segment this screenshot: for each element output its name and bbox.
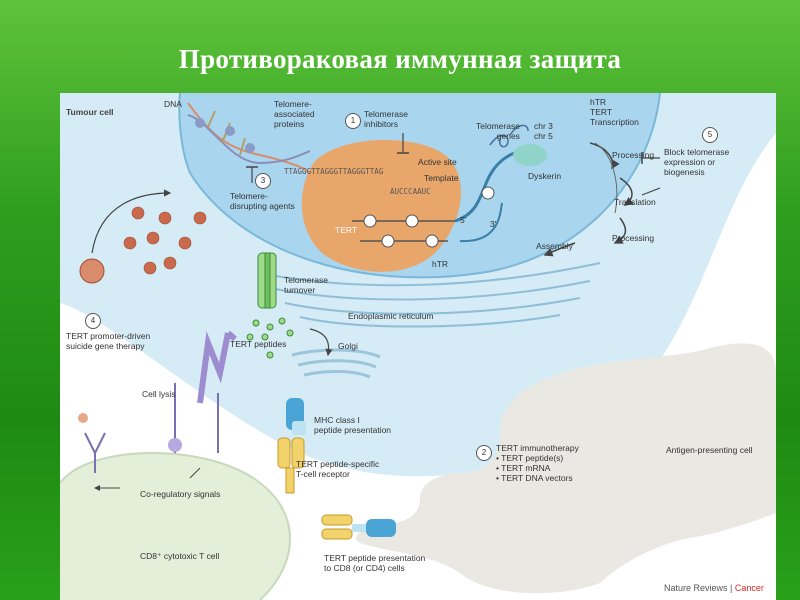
telomere-sequence: TTAGGGTTAGGGTTAGGGTTAG	[284, 167, 384, 176]
active-site-label: Active site	[418, 157, 457, 167]
translation-label: Translation	[614, 197, 656, 207]
tert-peptides	[246, 317, 294, 359]
step-2-text: TERT immunotherapy • TERT peptide(s) • T…	[496, 443, 579, 483]
golgi-label: Golgi	[338, 341, 358, 351]
assembly-label: Assembly	[536, 241, 573, 251]
step-5-text: Block telomerase expression or biogenesi…	[664, 147, 730, 177]
step-3-badge: 3	[255, 173, 271, 189]
credit-separator: |	[727, 583, 735, 593]
tcr-label: TERT peptide-specific T-cell receptor	[296, 459, 380, 479]
tumour-cell-cluster	[123, 206, 207, 275]
tumour-cell-label: Tumour cell	[66, 107, 114, 117]
golgi-apparatus	[291, 348, 381, 379]
endoplasmic-reticulum	[269, 262, 601, 328]
telomerase-diagram: Tumour cell DNA Telomere- associated pro…	[60, 93, 776, 600]
three-prime-label: 3'	[490, 219, 497, 229]
telomere-proteins	[195, 118, 255, 153]
tert-label: TERT	[335, 225, 358, 235]
apc-label: Antigen-presenting cell	[666, 445, 753, 455]
step-1-text: Telomerase inhibitors	[364, 109, 408, 129]
diagram-graphics	[60, 93, 776, 600]
telomerase-turnover-label: Telomerase turnover	[284, 275, 328, 295]
processing-bottom-label: Processing	[612, 233, 655, 243]
er-label: Endoplasmic reticulum	[348, 311, 434, 321]
step-3-text: Telomere- disrupting agents	[230, 191, 295, 211]
telomere-proteins-label: Telomere- associated proteins	[274, 99, 315, 129]
slide-title: Противораковая иммунная защита	[178, 44, 622, 74]
template-label: Template	[424, 173, 459, 183]
co-regulatory-label: Co-regulatory signals	[140, 489, 221, 499]
dna-label: DNA	[164, 99, 182, 109]
t-cell-receptor	[277, 437, 305, 494]
cell-lysis-label: Cell lysis	[142, 389, 176, 399]
dyskerin-label: Dyskerin	[528, 171, 562, 181]
step-2-badge: 2	[476, 445, 492, 461]
dyskerin	[513, 144, 547, 166]
credit-journal: Nature Reviews	[664, 583, 728, 593]
suicide-gene-cell	[79, 258, 105, 284]
telomerase-genes	[489, 124, 529, 148]
chromosome-labels: chr 3 chr 5	[534, 121, 553, 141]
nature-reviews-credit: Nature Reviews | Cancer	[664, 583, 764, 593]
template-sequence: AUCCCAAUC	[390, 187, 431, 196]
telomerase-complex	[301, 139, 462, 272]
telomerase-genes-label: Telomerase genes	[476, 121, 520, 141]
step-4-badge: 4	[85, 313, 101, 329]
five-prime-label: 5'	[460, 215, 467, 225]
presentation-label: TERT peptide presentation to CD8 (or CD4…	[324, 553, 426, 573]
processing-top-label: Processing	[612, 150, 655, 160]
step-4-text: TERT promoter-driven suicide gene therap…	[66, 331, 151, 351]
mhc-label: MHC class I peptide presentation	[314, 415, 392, 435]
antigen-presenting-cell	[356, 343, 776, 594]
step-1-badge: 1	[345, 113, 361, 129]
proteasome	[257, 252, 277, 309]
cd8-label: CD8⁺ cytotoxic T cell	[140, 551, 220, 561]
tert-peptides-label: TERT peptides	[230, 339, 287, 349]
htr-label: hTR	[432, 259, 449, 269]
lysis-arrow	[197, 331, 231, 404]
cd8-t-cell	[60, 453, 290, 600]
transcription-labels: hTR TERT Transcription	[590, 97, 639, 127]
step-5-badge: 5	[702, 127, 718, 143]
credit-section: Cancer	[734, 583, 764, 593]
